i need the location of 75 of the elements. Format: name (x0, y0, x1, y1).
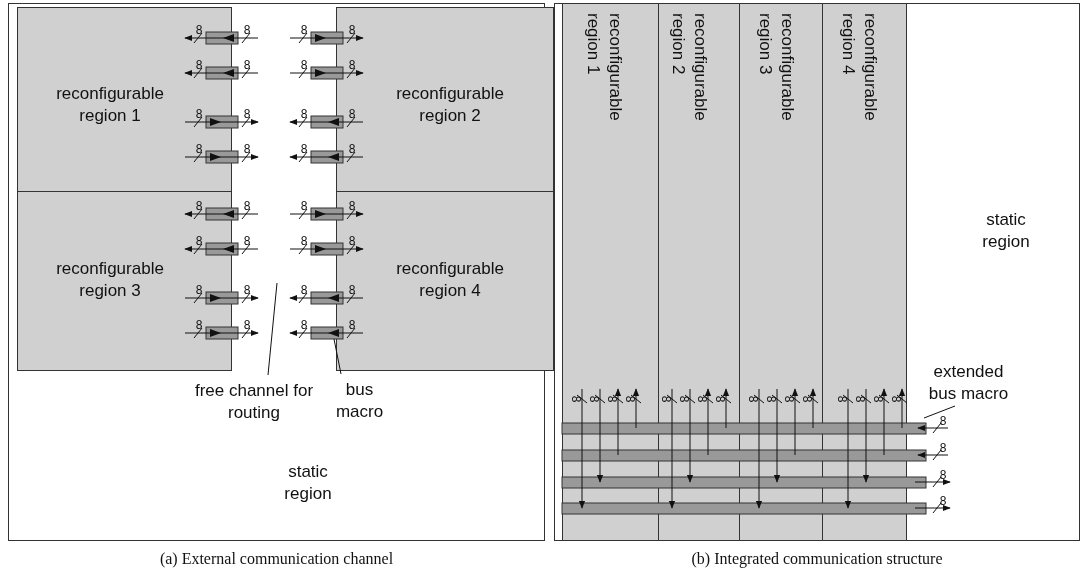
bit-width-label: 8 (854, 395, 866, 403)
bit-width-label: 8 (836, 395, 848, 403)
region-label: reconfigurable region 3 (55, 257, 165, 302)
bit-width-label: 8 (348, 24, 356, 36)
callout-text: bus macro (334, 378, 385, 423)
bit-width-label: 8 (606, 395, 618, 403)
bit-width-label: 8 (300, 284, 308, 296)
bit-width-label: 8 (348, 319, 356, 331)
bit-width-label: 8 (300, 108, 308, 120)
bit-width-label: 8 (348, 284, 356, 296)
bit-width-label: 8 (300, 24, 308, 36)
bit-width-label: 8 (243, 24, 251, 36)
bit-width-label: 8 (678, 395, 690, 403)
region-label: reconfigurable region 2 (395, 82, 505, 127)
bit-width-label: 8 (300, 59, 308, 71)
region-box (658, 3, 740, 541)
bit-width-label: 8 (348, 59, 356, 71)
bit-width-label: 8 (624, 395, 636, 403)
subfigure-label: (a) External communication channel (159, 550, 394, 568)
bit-width-label: 8 (696, 395, 708, 403)
region-box (17, 7, 232, 192)
bit-width-label: 8 (890, 395, 902, 403)
bit-width-label: 8 (348, 108, 356, 120)
bit-width-label: 8 (939, 442, 947, 454)
bit-width-label: 8 (195, 235, 203, 247)
bit-width-label: 8 (195, 108, 203, 120)
bit-width-label: 8 (660, 395, 672, 403)
region-box (17, 191, 232, 371)
region-label: reconfigurable region 2 (668, 13, 712, 123)
bit-width-label: 8 (783, 395, 795, 403)
bit-width-label: 8 (243, 143, 251, 155)
bit-width-label: 8 (348, 235, 356, 247)
bit-width-label: 8 (243, 200, 251, 212)
bit-width-label: 8 (300, 235, 308, 247)
region-label: static region (981, 208, 1031, 253)
bit-width-label: 8 (348, 143, 356, 155)
bit-width-label: 8 (243, 235, 251, 247)
bit-width-label: 8 (243, 108, 251, 120)
subfigure-label: (b) Integrated communication structure (691, 550, 943, 568)
bit-width-label: 8 (801, 395, 813, 403)
bit-width-label: 8 (939, 415, 947, 427)
bit-width-label: 8 (939, 495, 947, 507)
callout-text: extended bus macro (927, 360, 1010, 405)
region-box (336, 7, 554, 192)
bit-width-label: 8 (243, 284, 251, 296)
bit-width-label: 8 (195, 284, 203, 296)
bit-width-label: 8 (195, 200, 203, 212)
bit-width-label: 8 (872, 395, 884, 403)
leader-line (333, 338, 342, 375)
bit-width-label: 8 (765, 395, 777, 403)
region-label: reconfigurable region 1 (583, 13, 627, 123)
bit-width-label: 8 (714, 395, 726, 403)
bit-width-label: 8 (195, 59, 203, 71)
bit-width-label: 8 (570, 395, 582, 403)
leader-line (267, 282, 278, 376)
bit-width-label: 8 (939, 469, 947, 481)
bit-width-label: 8 (300, 319, 308, 331)
bit-width-label: 8 (243, 319, 251, 331)
bit-width-label: 8 (588, 395, 600, 403)
bit-width-label: 8 (348, 200, 356, 212)
bit-width-label: 8 (195, 319, 203, 331)
callout-text: free channel for routing (194, 379, 314, 424)
leader-line (923, 405, 956, 419)
region-label: static region (283, 460, 333, 505)
bit-width-label: 8 (747, 395, 759, 403)
region-box (739, 3, 823, 541)
bit-width-label: 8 (300, 200, 308, 212)
region-label: reconfigurable region 4 (395, 257, 505, 302)
bit-width-label: 8 (195, 24, 203, 36)
region-label: reconfigurable region 3 (755, 13, 799, 123)
region-label: reconfigurable region 1 (55, 82, 165, 127)
bit-width-label: 8 (243, 59, 251, 71)
bit-width-label: 8 (300, 143, 308, 155)
bit-width-label: 8 (195, 143, 203, 155)
region-box (336, 191, 554, 371)
